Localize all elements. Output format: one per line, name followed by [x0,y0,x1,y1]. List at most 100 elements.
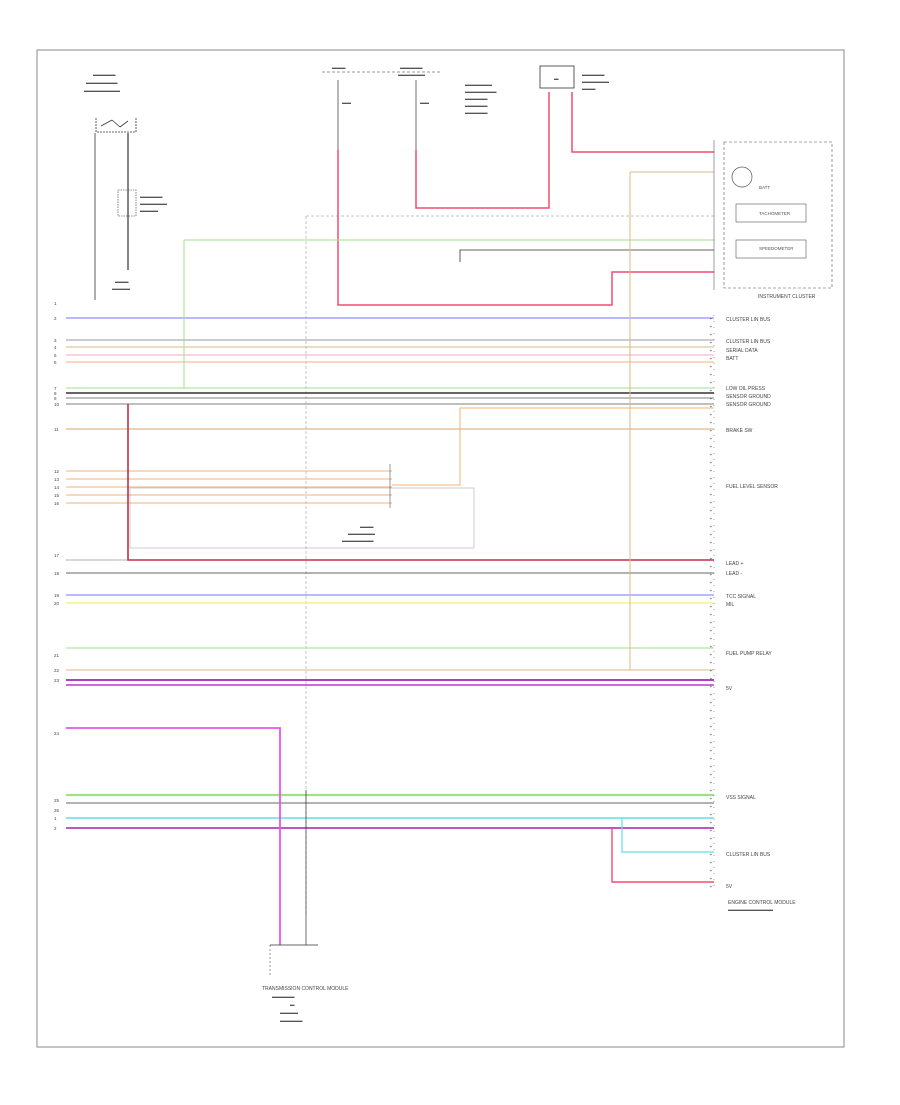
right-pin-tick: ▪ [710,460,712,465]
right-pin-tick: ▪ [710,556,712,561]
red-wire-2 [415,92,550,209]
cluster-comp-3: SPEEDOMETER [759,246,794,251]
right-signal-label: LOW OIL PRESS [726,386,766,392]
diagram-border [36,49,845,1048]
right-pin-tick: ▪ [710,404,712,409]
right-pin-tick: ▪ [710,596,712,601]
right-pin-tick: ▪ [710,452,712,457]
left-pin-label: 6 [54,360,57,365]
right-pin-tick: ▪ [710,348,712,353]
right-pin-tick: ▪ [710,428,712,433]
right-pin-tick: ▪ [710,748,712,753]
left-pin-label: 10 [54,402,60,407]
right-pin-tick: ▪ [710,860,712,865]
sensor-return-wire [392,407,714,486]
fuse-note-1: ▬▬▬▬▬▬ [465,82,493,87]
left-pin-label: 22 [54,668,60,673]
right-signal-label: CLUSTER LIN BUS [726,339,771,345]
fuse-2-rating: ▬▬ [420,100,430,105]
right-pin-tick: ▪ [710,852,712,857]
right-pin-tick: ▪ [710,604,712,609]
right-signal-label: TCC SIGNAL [726,594,756,600]
right-pin-tick: ▪ [710,788,712,793]
right-pin-tick: ▪ [710,388,712,393]
left-pin-label: 25 [54,798,60,803]
left-pin-label: 8 [54,391,57,396]
ignition-switch-box [539,65,575,89]
right-pin-tick: ▪ [710,436,712,441]
ignition-caption: ▬▬▬▬▬ [582,72,605,77]
right-pin-tick: ▪ [710,540,712,545]
right-signal-label: FUEL PUMP RELAY [726,651,772,657]
tachometer-box [735,203,807,223]
right-signal-label: CLUSTER LIN BUS [726,317,771,323]
right-pin-tick: ▪ [710,868,712,873]
cluster-comp-1: BATT [759,185,770,190]
right-pin-tick: ▪ [710,372,712,377]
tcm-caption-4: ▬▬▬▬ [280,1010,299,1015]
fuse-label-2: ▬▬▬▬▬ [400,65,423,70]
right-pin-tick: ▪ [710,676,712,681]
magenta-tcm-wire [66,727,281,945]
right-signal-label: LEAD + [726,561,743,567]
right-signal-label: VSS SIGNAL [726,795,756,801]
instrument-cluster: BATT TACHOMETER SPEEDOMETER INSTRUMENT C… [723,141,833,300]
right-pin-tick: ▪ [710,884,712,889]
diode-caption-3: ▬▬▬▬ [140,208,159,213]
right-signal-label: BATT [726,356,738,362]
right-pin-tick: ▪ [710,876,712,881]
right-pin-tick: ▪ [710,668,712,673]
right-pin-tick: ▪ [710,836,712,841]
left-pin-label: 4 [54,345,57,350]
red-power-wires [337,92,714,306]
left-pin-label: 11 [54,427,59,432]
right-pin-tick: ▪ [710,764,712,769]
top-left-component: ▬▬▬▬▬ ▬▬▬▬▬▬▬ ▬▬▬▬▬▬▬▬ ▬▬▬▬▬ ▬▬▬▬▬▬ ▬▬▬▬… [84,72,168,300]
junction-caption: ▬▬▬ [115,279,129,284]
right-pin-tick: ▪ [710,580,712,585]
right-pin-tick: ▪ [710,572,712,577]
fuse-note-5: ▬▬▬▬▬ [465,110,488,115]
fuse-note-4: ▬▬▬▬▬ [465,103,488,108]
right-pin-tick: ▪ [710,412,712,417]
fuse-1-rating: ▬▬ [342,100,352,105]
right-pin-tick: ▪ [710,796,712,801]
sensor-network: ▬▬▬ ▬▬▬▬▬▬ ▬▬▬▬▬▬▬ [129,464,475,549]
right-pin-tick: ▪ [710,716,712,721]
left-pin-label: 14 [54,485,60,490]
ecm-caption: ENGINE CONTROL MODULE [728,900,796,906]
right-pin-tick: ▪ [710,628,712,633]
sensor-network-box [129,487,475,549]
left-pin-label: 12 [54,469,60,474]
right-pin-tick: ▪ [710,532,712,537]
right-pin-tick: ▪ [710,700,712,705]
right-pin-tick: ▪ [710,780,712,785]
left-pin-label: 1 [54,816,57,821]
wire-group [66,171,714,945]
right-pin-tick: ▪ [710,332,712,337]
top-left-caption-1: ▬▬▬▬▬ [93,72,116,77]
top-left-switch-box [95,118,137,133]
right-pin-tick: ▪ [710,828,712,833]
right-pin-tick: ▪ [710,620,712,625]
red-wire-3 [571,92,714,153]
right-signal-label: 5V [726,884,733,890]
right-pin-tick: ▪ [710,812,712,817]
sensor-network-caption-2: ▬▬▬▬▬▬ [348,531,376,536]
right-signal-label: FUEL LEVEL SENSOR [726,484,778,490]
right-pin-tick: ▪ [710,492,712,497]
fuse-note-2: ▬▬▬▬▬▬▬ [465,89,497,94]
right-pin-tick: ▪ [710,644,712,649]
right-signal-label: BRAKE SW [726,428,753,434]
top-left-caption-2: ▬▬▬▬▬▬▬ [86,80,118,85]
tcm-caption: TRANSMISSION CONTROL MODULE [262,986,349,992]
left-pin-label: 9 [54,396,57,401]
cyan-bottom-wire [621,818,714,853]
top-left-caption-3: ▬▬▬▬▬▬▬▬ [84,88,121,93]
tcm-caption-2: ▬▬▬▬▬ [272,994,295,999]
right-signal-label: SERIAL DATA [726,348,758,354]
left-pin-label: 16 [54,501,60,506]
right-pin-tick: ▪ [710,356,712,361]
